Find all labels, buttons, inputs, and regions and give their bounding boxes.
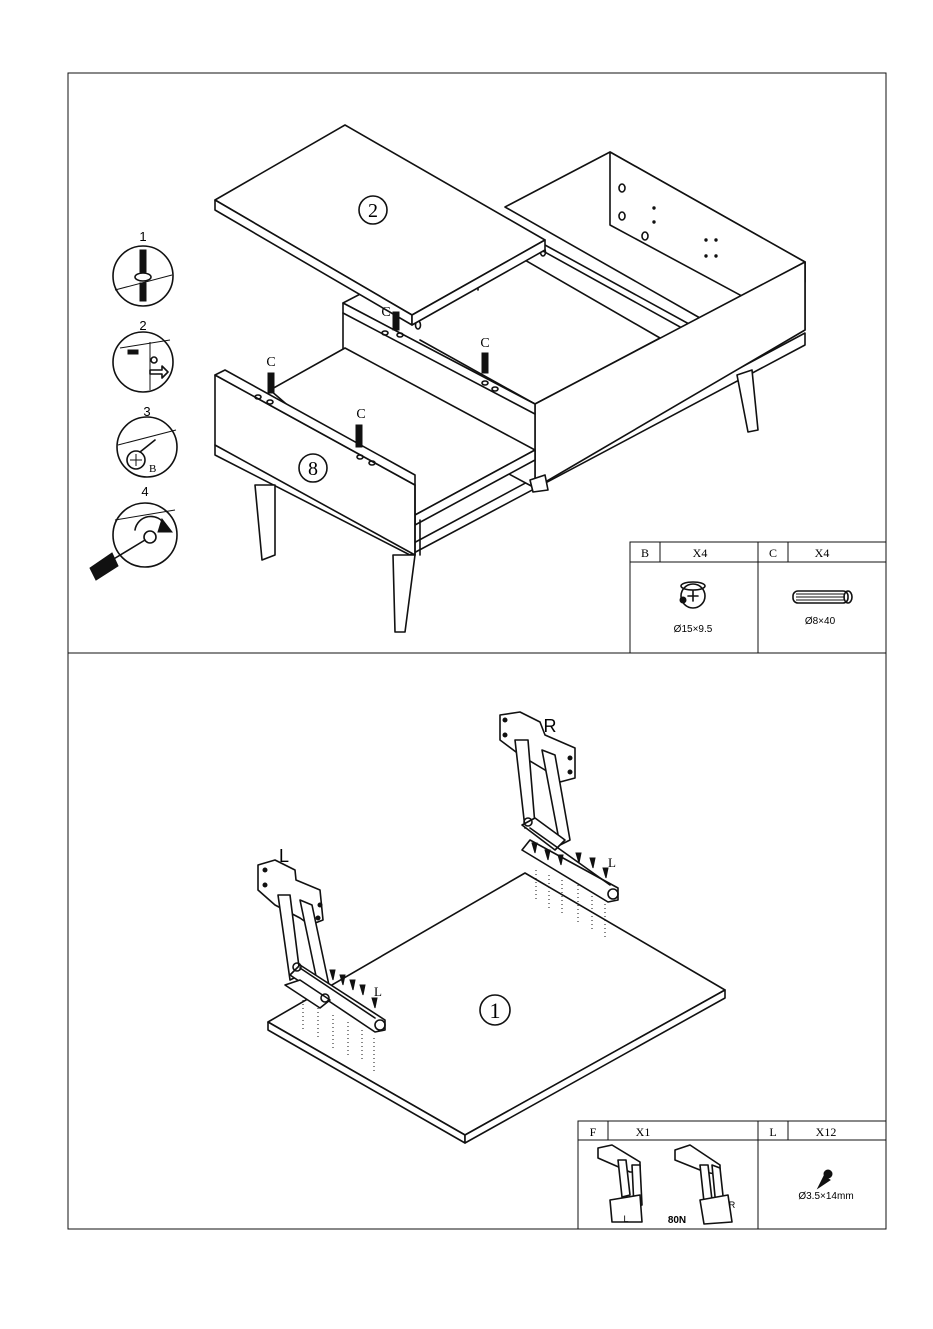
dowel-label-c-4: C <box>356 407 365 422</box>
detail-step-2: 2 <box>113 318 173 392</box>
hardware-qty-b: X4 <box>693 546 708 560</box>
svg-text:B: B <box>149 463 156 475</box>
hinge-right-label: R <box>729 1200 736 1210</box>
hardware-size-b: Ø15×9.5 <box>674 624 713 635</box>
screw-icon <box>818 1170 832 1188</box>
hardware-size-l: Ø3.5×14mm <box>798 1191 853 1202</box>
wooden-dowel-icon <box>793 591 852 603</box>
hardware-code-l: L <box>769 1125 776 1139</box>
mechanism-label-right: R <box>544 716 557 736</box>
hardware-qty-l: X12 <box>816 1125 837 1139</box>
hardware-size-c: Ø8×40 <box>805 616 836 627</box>
hardware-qty-f: X1 <box>636 1125 651 1139</box>
screw-label-right: L <box>608 855 616 870</box>
svg-text:8: 8 <box>308 458 318 480</box>
screwdriver-icon <box>90 553 118 580</box>
leg-back-right <box>737 370 758 432</box>
detail-step-3: 3 B <box>117 404 177 477</box>
detail-step-1: 1 <box>113 229 173 306</box>
mechanism-label-left: L <box>279 846 289 866</box>
cabinet-drawing <box>215 125 805 632</box>
screw-label-left: L <box>374 984 382 999</box>
dowel-c-2 <box>268 373 274 393</box>
svg-text:1: 1 <box>139 229 146 244</box>
svg-text:1: 1 <box>490 998 501 1023</box>
svg-text:2: 2 <box>139 318 146 333</box>
detail-step-4: 4 <box>90 484 177 580</box>
dowel-label-c-3: C <box>480 336 489 351</box>
lift-hinge-left-icon <box>598 1145 642 1222</box>
dowel-c-4 <box>356 425 362 447</box>
svg-text:4: 4 <box>141 484 148 499</box>
dowel-label-c-1: C <box>381 305 390 320</box>
hardware-code-c: C <box>769 546 777 560</box>
leg-front-left <box>255 485 275 560</box>
cam-lock-icon <box>680 582 705 608</box>
svg-text:2: 2 <box>368 200 378 222</box>
hardware-table-bottom: F X1 L X12 L R 80N Ø3.5×14mm <box>578 1121 886 1229</box>
dowel-c-1 <box>393 312 399 330</box>
hardware-code-b: B <box>641 546 649 560</box>
leg-front-right <box>393 555 415 632</box>
hardware-table-top: B X4 C X4 Ø15×9.5 Ø8×40 <box>630 542 886 653</box>
dowel-label-c-2: C <box>266 355 275 370</box>
hinge-force-label: 80N <box>668 1215 686 1226</box>
dowel-c-3 <box>482 353 488 373</box>
hinge-left-label: L <box>623 1214 628 1224</box>
lift-hinge-right-icon <box>675 1145 732 1224</box>
hardware-qty-c: X4 <box>815 546 830 560</box>
hardware-code-f: F <box>590 1125 597 1139</box>
